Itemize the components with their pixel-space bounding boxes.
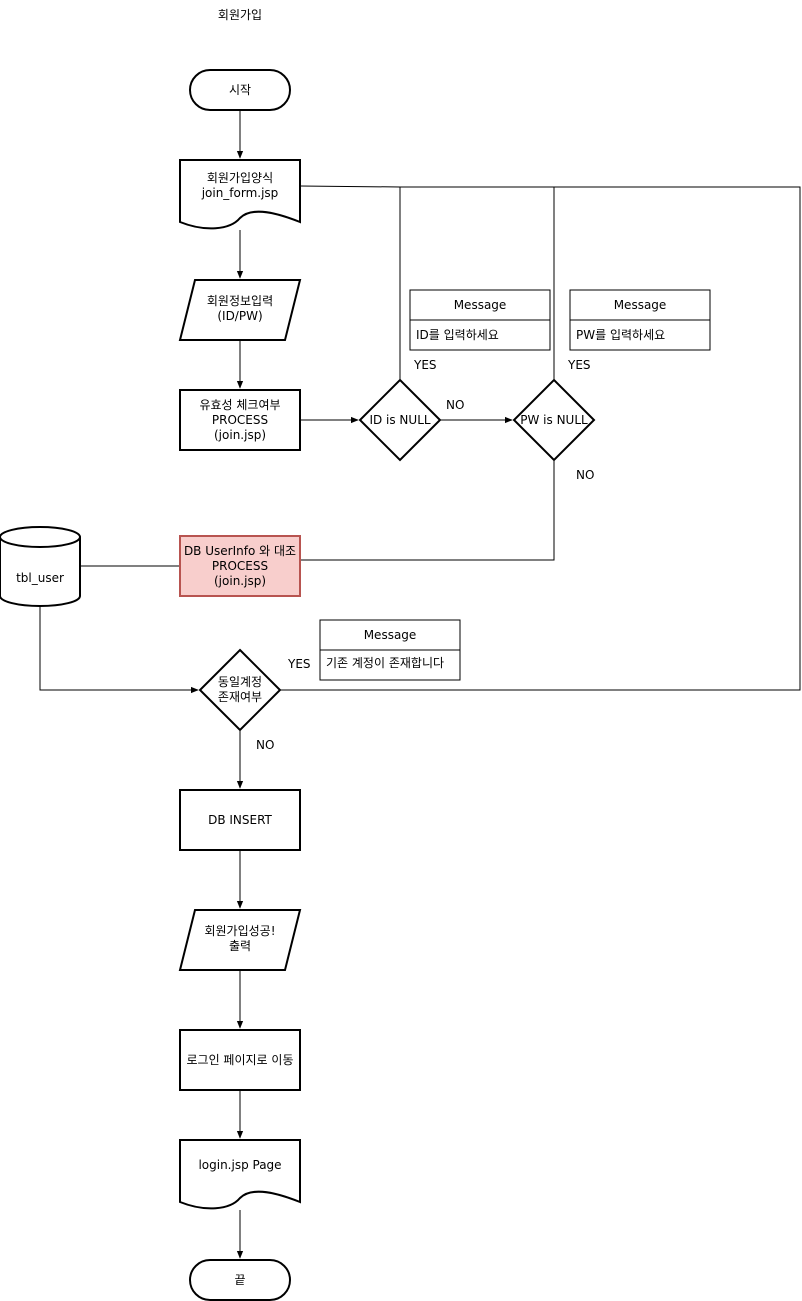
message-id-box: Message ID를 입력하세요: [409, 289, 551, 351]
input-label-line2: (ID/PW): [217, 309, 262, 323]
db-compare-label-line1: DB UserInfo 와 대조: [184, 544, 296, 558]
start-node: 시작: [189, 69, 291, 111]
success-label-line1: 회원가입성공!: [204, 924, 275, 938]
edge-label-dup-yes: YES: [287, 657, 311, 671]
diagram-title: 회원가입: [218, 8, 262, 22]
edge-dup-yes-to-form: [280, 186, 801, 691]
tbl-user-database: tbl_user: [0, 526, 81, 607]
input-label-line1: 회원정보입력: [207, 294, 273, 308]
edge-label-pw-yes: YES: [567, 358, 591, 372]
input-node: 회원정보입력 (ID/PW): [178, 279, 302, 341]
tbl-user-label: tbl_user: [16, 571, 64, 585]
id-null-label: ID is NULL: [369, 413, 430, 427]
message-dup-box: Message 기존 계정이 존재합니다: [319, 619, 461, 681]
message-pw-box: Message PW를 입력하세요: [569, 289, 711, 351]
validate-label-line3: (join.jsp): [214, 428, 266, 442]
db-compare-label-line3: (join.jsp): [214, 574, 266, 588]
db-insert-label: DB INSERT: [208, 813, 272, 827]
message-id-body: ID를 입력하세요: [416, 328, 499, 342]
edge-label-id-no: NO: [446, 398, 464, 412]
success-output-node: 회원가입성공! 출력: [178, 909, 302, 971]
db-compare-label-line2: PROCESS: [212, 559, 268, 573]
message-pw-body: PW를 입력하세요: [576, 328, 665, 342]
db-insert-node: DB INSERT: [179, 789, 301, 851]
message-id-header: Message: [454, 298, 507, 312]
login-page-label: login.jsp Page: [198, 1158, 281, 1172]
login-page-node: login.jsp Page: [179, 1139, 301, 1210]
pw-null-decision: PW is NULL: [512, 378, 596, 462]
message-pw-header: Message: [614, 298, 667, 312]
message-dup-header: Message: [364, 628, 417, 642]
validate-label-line2: PROCESS: [212, 413, 268, 427]
end-label: 끝: [234, 1273, 245, 1287]
join-form-label-line2: join_form.jsp: [201, 186, 279, 200]
edge-pw-null-no-to-db-compare: [300, 460, 555, 561]
goto-login-node: 로그인 페이지로 이동: [179, 1029, 301, 1091]
success-label-line2: 출력: [229, 939, 251, 953]
dup-check-label-line1: 동일계정: [218, 675, 262, 689]
edges: [39, 110, 801, 1259]
edge-label-id-yes: YES: [413, 358, 437, 372]
edge-tbl-user-to-dup-check: [39, 606, 199, 694]
goto-login-label: 로그인 페이지로 이동: [187, 1053, 294, 1067]
dup-check-label-line2: 존재여부: [218, 690, 262, 704]
end-node: 끝: [189, 1259, 291, 1301]
message-dup-body: 기존 계정이 존재합니다: [326, 656, 444, 670]
id-null-decision: ID is NULL: [358, 378, 442, 462]
dup-check-decision: 동일계정 존재여부: [198, 648, 282, 732]
db-compare-node: DB UserInfo 와 대조 PROCESS (join.jsp): [179, 535, 301, 597]
start-label: 시작: [229, 83, 251, 97]
join-form-label-line1: 회원가입양식: [207, 171, 273, 185]
pw-null-label: PW is NULL: [520, 413, 588, 427]
edge-label-dup-no: NO: [256, 738, 274, 752]
join-form-node: 회원가입양식 join_form.jsp: [179, 159, 301, 230]
validate-node: 유효성 체크여부 PROCESS (join.jsp): [179, 389, 301, 451]
edge-label-pw-no: NO: [576, 468, 594, 482]
validate-label-line1: 유효성 체크여부: [199, 398, 280, 412]
edge-id-null-yes-to-form: [299, 185, 401, 380]
